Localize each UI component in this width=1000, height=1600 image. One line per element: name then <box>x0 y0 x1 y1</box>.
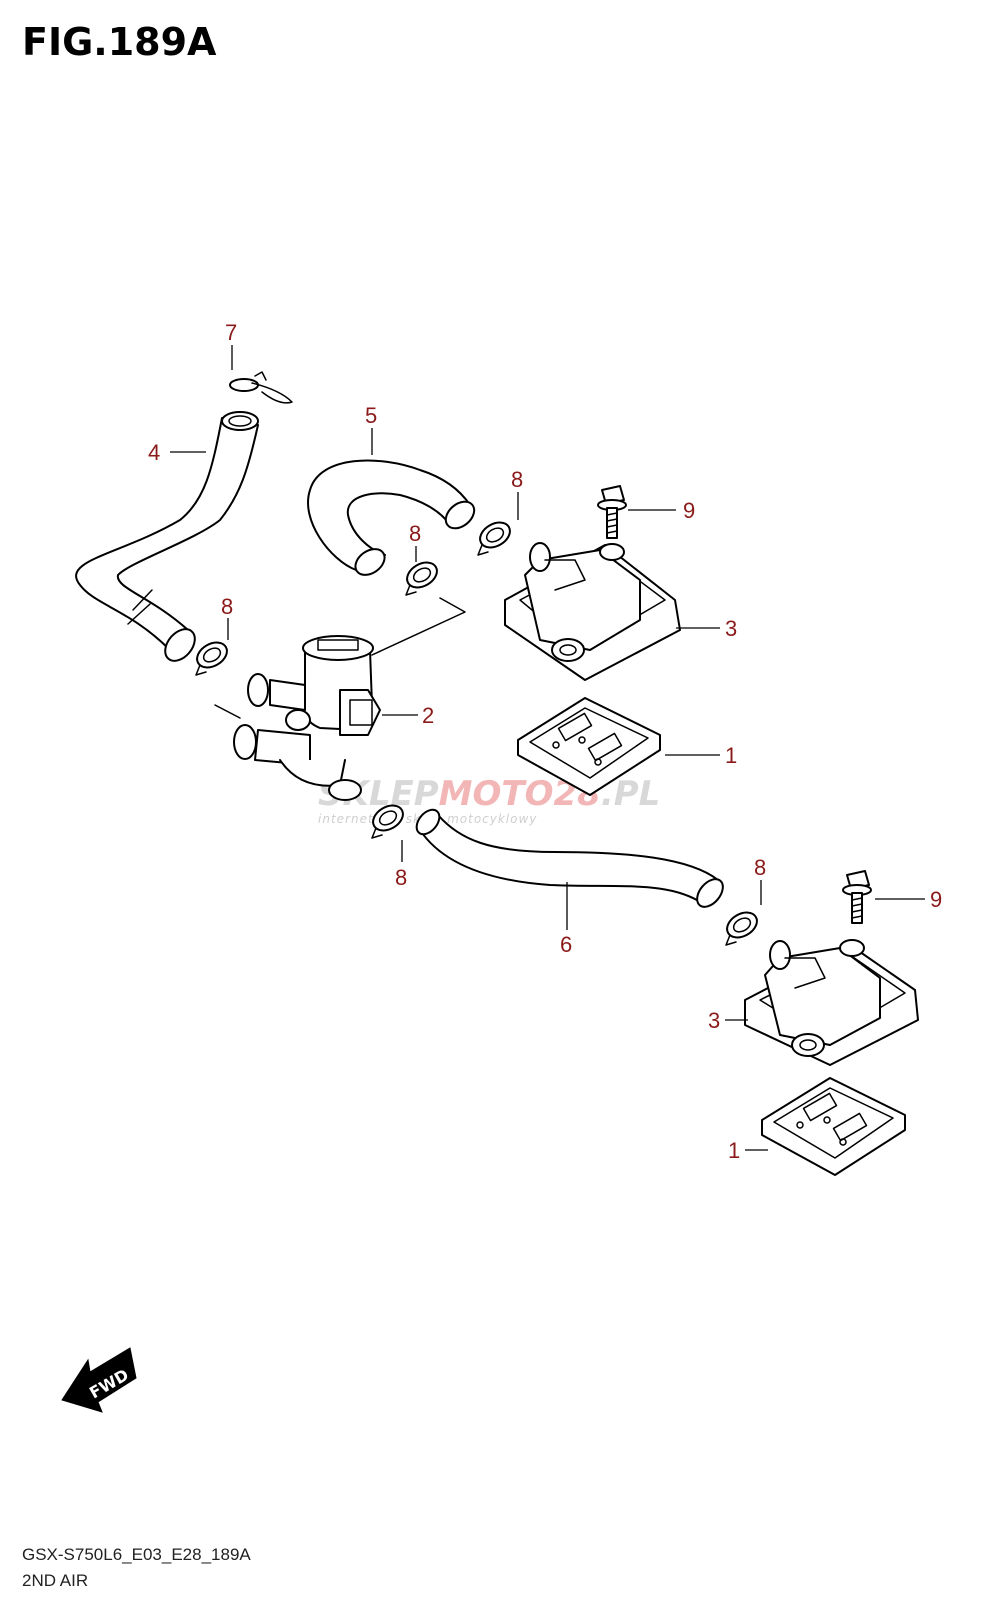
clip-part-7 <box>229 371 293 404</box>
callout-8-d: 8 <box>395 865 407 890</box>
section-name: 2ND AIR <box>22 1571 89 1590</box>
cover-part-3-upper <box>504 542 681 681</box>
callout-2: 2 <box>422 703 434 728</box>
hose-part-6 <box>415 808 724 908</box>
callout-3-upper: 3 <box>725 616 737 641</box>
bolt-part-9-upper <box>597 485 627 539</box>
callout-1-upper: 1 <box>725 743 737 768</box>
callout-8-a: 8 <box>511 467 523 492</box>
clamp-part-8-d <box>371 804 404 839</box>
clamp-part-8-e <box>725 911 758 946</box>
callout-1-lower: 1 <box>728 1138 740 1163</box>
fwd-arrow-icon: FWD <box>61 1347 137 1413</box>
reed-part-1-upper <box>517 697 661 796</box>
hose-part-5 <box>307 459 476 576</box>
callout-8-e: 8 <box>754 855 766 880</box>
clamp-part-8-b <box>405 561 438 596</box>
hose-part-4 <box>75 411 259 662</box>
reed-part-1-lower <box>761 1077 906 1176</box>
assembly-guide-lines <box>214 597 466 719</box>
callout-5: 5 <box>365 403 377 428</box>
figure-title: FIG.189A <box>22 20 217 64</box>
callout-8-c: 8 <box>221 594 233 619</box>
cover-part-3-lower <box>744 939 919 1066</box>
drawing-code: GSX-S750L6_E03_E28_189A <box>22 1545 251 1564</box>
callout-9-upper: 9 <box>683 498 695 523</box>
bolt-part-9-lower <box>842 870 872 924</box>
clamp-part-8-c <box>195 641 228 676</box>
callout-3-lower: 3 <box>708 1008 720 1033</box>
callout-6: 6 <box>560 932 572 957</box>
clamp-part-8-a <box>477 521 511 556</box>
callout-8-b: 8 <box>409 521 421 546</box>
leader-lines <box>170 345 925 1151</box>
callout-7: 7 <box>225 320 237 345</box>
callout-9-lower: 9 <box>930 887 942 912</box>
callout-4: 4 <box>148 440 160 465</box>
callout-labels: 7 4 5 8 8 8 2 8 6 8 9 9 3 1 3 1 <box>148 320 942 1163</box>
valve-part-2 <box>233 635 381 801</box>
